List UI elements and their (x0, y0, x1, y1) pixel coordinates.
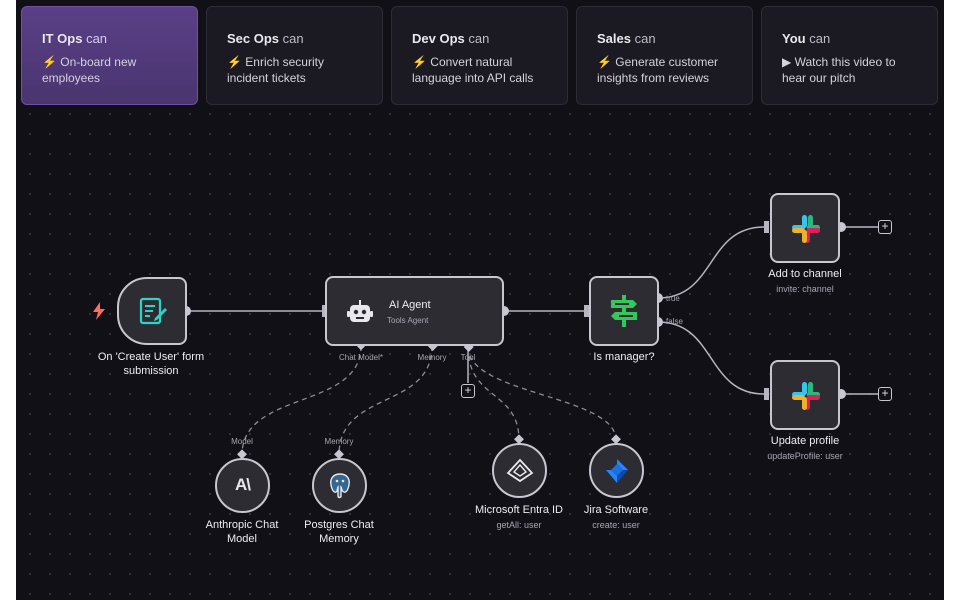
tab-sales[interactable]: Sales can ⚡ Generate customer insights f… (576, 6, 753, 105)
connection-memory (338, 345, 433, 456)
postgres-port (334, 449, 344, 460)
tab-it-ops[interactable]: IT Ops can ⚡ On-board new employees (21, 6, 198, 105)
form-icon (138, 296, 168, 331)
tab-title: You can (782, 31, 831, 46)
jira-software-node[interactable] (589, 443, 644, 498)
true-branch-label: true (666, 294, 680, 303)
is-manager-node[interactable] (589, 276, 659, 346)
trigger-bolt-icon (93, 302, 105, 325)
microsoft-entra-label: Microsoft Entra ID (474, 504, 564, 516)
anthropic-label: Anthropic Chat Model (205, 519, 279, 545)
chat-model-port-label: Chat Model* (338, 353, 384, 362)
tab-you[interactable]: You can ▶ Watch this video to hear our p… (761, 6, 938, 105)
anthropic-port-label: Model (231, 437, 253, 446)
jira-icon (605, 458, 629, 489)
update-profile-label: Update profile (770, 435, 840, 447)
entra-icon (506, 458, 534, 489)
connection-switch-true (657, 226, 765, 299)
tool-port-label: Tool (460, 353, 476, 362)
jira-sublabel: create: user (592, 520, 640, 530)
slack-icon (791, 214, 821, 249)
update-profile-node[interactable] (770, 360, 840, 430)
false-branch-label: false (666, 317, 683, 326)
tab-description: ⚡ Enrich security incident tickets (227, 55, 324, 85)
update-profile-sublabel: updateProfile: user (767, 451, 843, 461)
tab-sec-ops[interactable]: Sec Ops can ⚡ Enrich security incident t… (206, 6, 383, 105)
anthropic-chat-model-node[interactable]: A\ (215, 458, 270, 513)
postgres-chat-memory-node[interactable] (312, 458, 367, 513)
signpost-icon (609, 295, 639, 332)
postgres-icon (327, 472, 353, 505)
tab-description: ▶ Watch this video to hear our pitch (782, 55, 896, 85)
anthropic-port (237, 449, 247, 460)
connection-tool-entra (467, 346, 520, 441)
add-after-profile-button[interactable]: + (878, 387, 892, 401)
postgres-port-label: Memory (324, 437, 354, 446)
tab-title: Dev Ops can (412, 31, 490, 46)
add-to-channel-node[interactable] (770, 193, 840, 263)
tab-title: Sec Ops can (227, 31, 304, 46)
jira-label: Jira Software (583, 504, 649, 516)
ai-agent-subtitle: Tools Agent (387, 316, 429, 325)
tab-description: ⚡ Convert natural language into API call… (412, 55, 534, 85)
slack-icon (791, 381, 821, 416)
update-profile-input-handle (764, 388, 769, 400)
tab-title: IT Ops can (42, 31, 108, 46)
memory-port-label: Memory (417, 353, 447, 362)
tab-description: ⚡ Generate customer insights from review… (597, 55, 718, 85)
trigger-node-create-user-form[interactable] (117, 277, 187, 345)
anthropic-icon: A\ (235, 475, 251, 494)
connection-switch-false (657, 321, 765, 395)
robot-icon (347, 300, 373, 329)
connection-chat-model (241, 345, 362, 456)
postgres-label: Postgres Chat Memory (304, 519, 374, 545)
add-tool-button[interactable]: + (461, 384, 475, 398)
is-manager-label: Is manager? (593, 351, 655, 363)
entra-port (514, 434, 524, 445)
workflow-demo-frame: IT Ops can ⚡ On-board new employees Sec … (16, 0, 944, 600)
switch-input-handle (584, 305, 589, 317)
microsoft-entra-sublabel: getAll: user (496, 520, 542, 530)
add-channel-input-handle (764, 221, 769, 233)
add-to-channel-label: Add to channel (768, 268, 842, 280)
tab-title: Sales can (597, 31, 656, 46)
microsoft-entra-id-node[interactable] (492, 443, 547, 498)
agent-input-handle (322, 305, 327, 317)
add-to-channel-sublabel: invite: channel (776, 284, 834, 294)
connection-tool-jira (467, 346, 617, 441)
tab-description: ⚡ On-board new employees (42, 55, 137, 85)
jira-port (611, 434, 621, 445)
add-after-channel-button[interactable]: + (878, 220, 892, 234)
ai-agent-node[interactable]: AI Agent Tools Agent (325, 276, 504, 346)
ai-agent-title: AI Agent (389, 299, 431, 311)
trigger-node-label: On 'Create User' form submission (97, 351, 205, 377)
tab-dev-ops[interactable]: Dev Ops can ⚡ Convert natural language i… (391, 6, 568, 105)
